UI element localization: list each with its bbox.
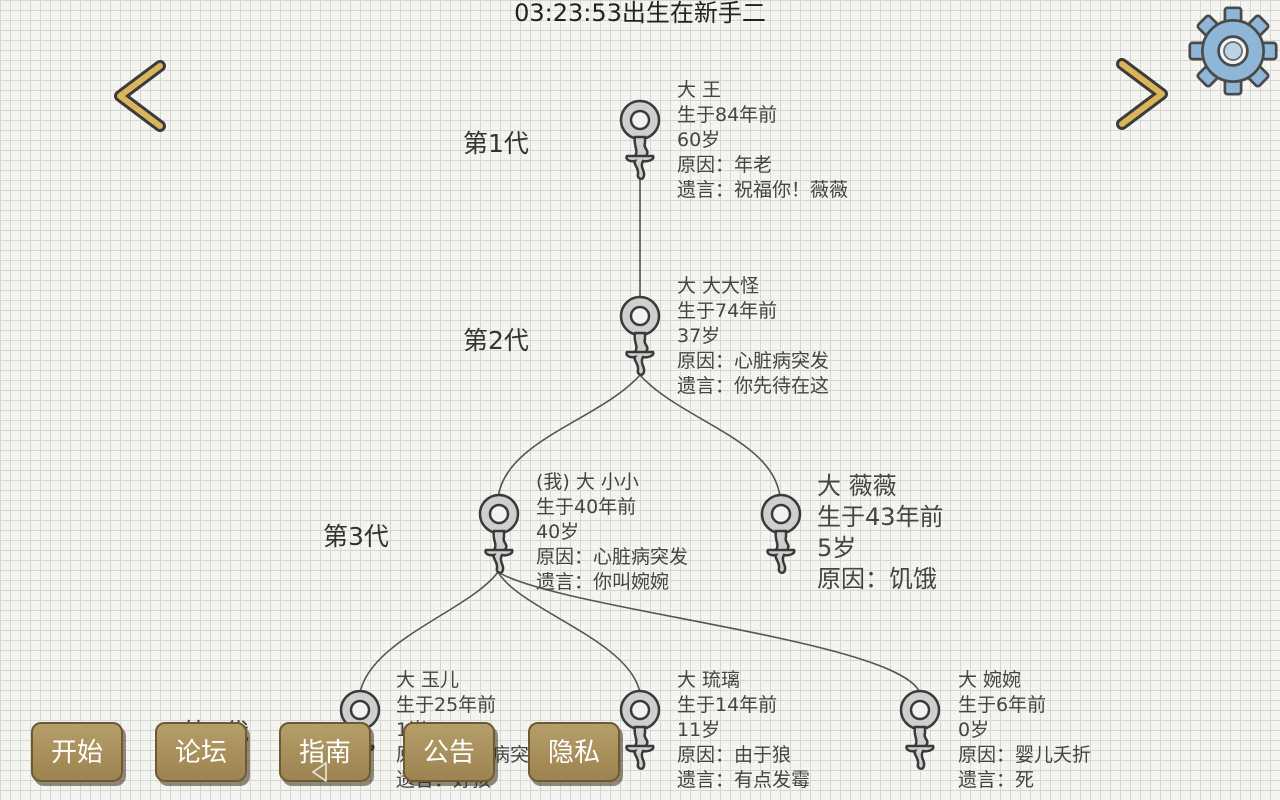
chevron-right-icon[interactable] bbox=[1112, 58, 1172, 130]
generation-label-3: 第3代 bbox=[323, 522, 389, 551]
female-symbol-icon[interactable] bbox=[613, 688, 667, 772]
member-info-wanwan: 大 婉婉 生于6年前 0岁 原因：婴儿夭折 遗言：死 bbox=[958, 669, 1092, 791]
link-gen2-weiwei bbox=[639, 374, 781, 499]
generation-label-2: 第2代 bbox=[463, 326, 529, 355]
member-info-xiaoxiao: (我) 大 小小 生于40年前 40岁 原因：心脏病突发 遗言：你叫婉婉 bbox=[536, 471, 689, 593]
female-symbol-icon[interactable] bbox=[472, 492, 526, 576]
link-me-yuer bbox=[359, 571, 499, 694]
notice-button[interactable]: 公告 bbox=[403, 722, 495, 782]
link-me-wanwan bbox=[497, 571, 921, 694]
forum-button[interactable]: 论坛 bbox=[155, 722, 247, 782]
gear-icon[interactable] bbox=[1188, 6, 1278, 96]
member-info-weiwei: 大 薇薇 生于43年前 5岁 原因：饥饿 bbox=[817, 472, 944, 593]
chevron-left-icon[interactable] bbox=[110, 60, 170, 132]
female-symbol-icon[interactable] bbox=[613, 294, 667, 378]
female-symbol-icon[interactable] bbox=[754, 492, 808, 576]
member-info-wang: 大 王 生于84年前 60岁 原因：年老 遗言：祝福你！薇薇 bbox=[677, 79, 849, 201]
member-info-liuli: 大 琉璃 生于14年前 11岁 原因：由于狼 遗言：有点发霉 bbox=[677, 669, 811, 791]
privacy-button[interactable]: 隐私 bbox=[528, 722, 620, 782]
birth-info-title: 03:23:53出生在新手二 bbox=[514, 0, 766, 27]
start-button[interactable]: 开始 bbox=[31, 722, 123, 782]
member-info-dadaguai: 大 大大怪 生于74年前 37岁 原因：心脏病突发 遗言：你先待在这 bbox=[677, 275, 830, 397]
female-symbol-icon[interactable] bbox=[613, 98, 667, 182]
generation-label-1: 第1代 bbox=[463, 129, 529, 158]
female-symbol-icon[interactable] bbox=[893, 688, 947, 772]
link-gen2-me bbox=[497, 374, 641, 499]
back-triangle-icon[interactable] bbox=[308, 760, 332, 784]
link-me-liuli bbox=[497, 571, 641, 694]
